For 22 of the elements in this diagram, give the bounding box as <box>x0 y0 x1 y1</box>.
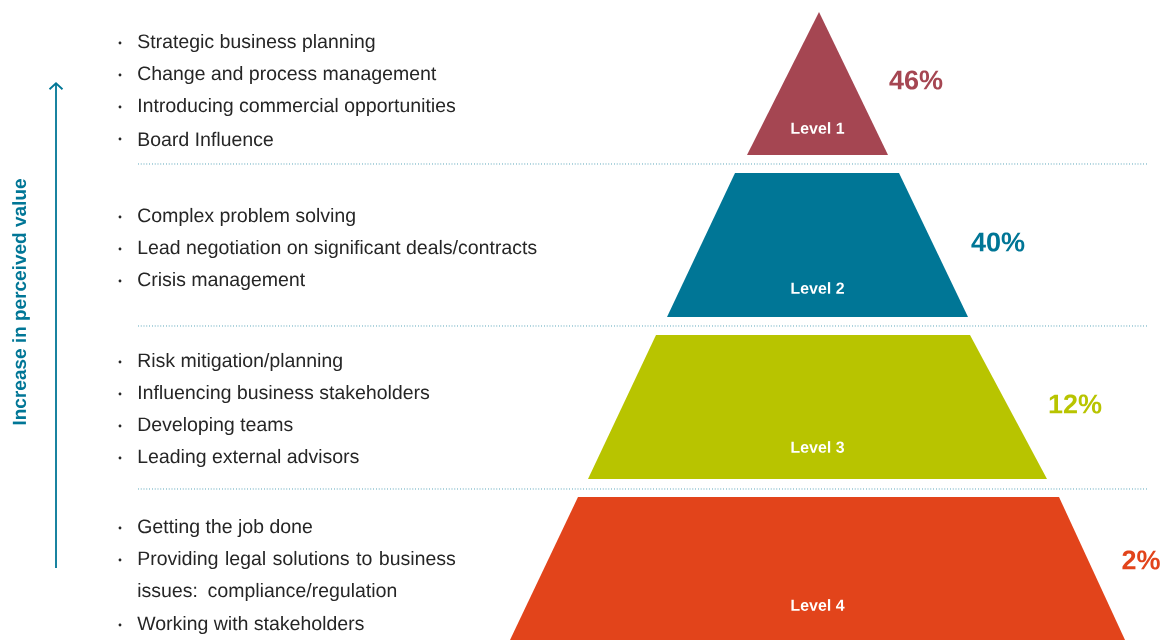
axis-label: Increase in perceived value <box>12 179 30 425</box>
bullet-item: Influencing business stakeholders <box>139 384 430 404</box>
percentage: 40% <box>971 232 1025 252</box>
bullet-item: Introducing commercial opportunities <box>139 97 456 117</box>
bullet-item: Lead negotiation on significant deals/contracts <box>138 239 537 259</box>
bullet-item: Board Influence <box>138 131 273 147</box>
bullet-item: Complex problem solving <box>138 207 355 227</box>
bullet-item: Change and process management <box>138 65 437 85</box>
bullet-item: Crisis management <box>138 271 305 291</box>
percentage: 12% <box>1049 394 1102 414</box>
bullet-item: Risk mitigation/planning <box>138 352 342 372</box>
pyramid-level: Level 1 <box>747 12 888 155</box>
bullet-item: Leading external advisors <box>138 448 359 468</box>
bullet-item: Strategic business planning <box>138 33 375 53</box>
pyramid-level: Level 2 <box>667 173 968 317</box>
percentage: 46% <box>889 70 943 90</box>
percentage: 2% <box>1122 550 1160 570</box>
bullet-item: Working with stakeholders <box>137 615 364 635</box>
bullet-item: Getting the job done <box>138 518 312 538</box>
bullet-item: Providing legal solutions to business issues: compliance/regulation <box>138 550 456 602</box>
bullet-item: Developing teams <box>138 416 293 436</box>
pyramid-level: Level 3 <box>588 335 1047 479</box>
